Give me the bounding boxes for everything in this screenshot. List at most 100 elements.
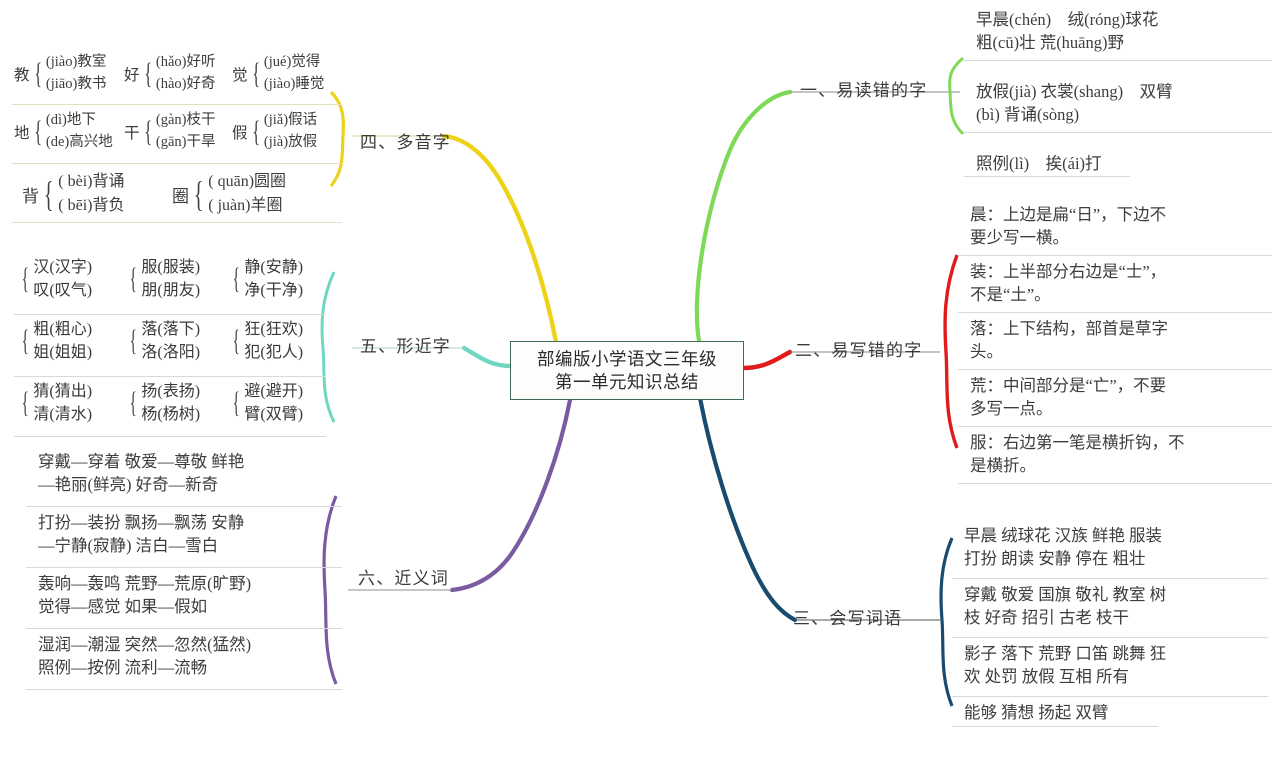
polyphone-char: 圈 [172,186,189,206]
similar-pair-kuang[interactable]: { 狂(狂欢) 犯(犯人) [229,318,323,364]
brace-icon: { [43,173,54,214]
similar-char-a: 落(落下) [141,321,201,338]
divider-b4-1 [12,104,342,105]
connector-branch-5 [461,345,513,369]
divider-b5-1 [14,314,326,315]
central-topic-line1: 部编版小学语文三年级 [537,349,717,370]
polyphone-cell-jiao[interactable]: 教 { (jiào)教室 (jiāo)教书 [14,52,124,96]
brace-icon: { [129,262,137,296]
leaf-b1-3[interactable]: 照例(lì) 挨(ái)打 [976,154,1102,173]
divider-b4-3 [12,222,342,223]
similar-pair-yang[interactable]: { 扬(表扬) 杨(杨树) [126,380,229,426]
divider-b6-2 [26,567,342,568]
leaf-b3-1[interactable]: 早晨 绒球花 汉族 鲜艳 服装 打扮 朗读 安静 停在 粗壮 [964,526,1162,569]
divider-b2-4 [958,426,1272,427]
similar-char-b: 犯(犯人) [244,344,304,362]
leaf-b2-1[interactable]: 晨：上边是扁“日”，下边不 要少写一横。 [970,205,1167,248]
leaf-b6-4[interactable]: 湿润—潮湿 突然—忽然(猛然) 照例—按例 流利—流畅 [38,635,252,678]
leaf-b2-5[interactable]: 服：右边第一笔是横折钩，不 是横折。 [970,433,1185,476]
brace-icon: { [129,386,137,420]
spine-branch-4 [329,90,345,188]
similar-row-3[interactable]: { 猜(猜出) 清(清水) { 扬(表扬) 杨(杨树) { 避(避开) 臂(双臂… [18,380,323,426]
divider-b5-3 [14,436,326,437]
branch-title-1[interactable]: 一、易读错的字 [800,81,928,100]
polyphone-cell-bei[interactable]: 背 { ( bèi)背诵 ( bēi)背负 [22,170,172,218]
polyphone-char: 背 [22,186,39,206]
central-topic-line2: 第一单元知识总结 [555,371,699,392]
polyphone-char: 地 [14,124,30,142]
similar-row-2[interactable]: { 粗(粗心) 姐(姐姐) { 落(落下) 洛(洛阳) { 狂(狂欢) 犯(犯人… [18,318,323,364]
polyphone-reading-b: (hào)好奇 [155,75,216,92]
similar-pair-cai[interactable]: { 猜(猜出) 清(清水) [18,380,126,426]
leaf-b2-2[interactable]: 装：上半部分右边是“士”， 不是“土”。 [970,262,1167,305]
similar-row-1[interactable]: { 汉(汉字) 叹(叹气) { 服(服装) 朋(朋友) { 静(安静) 净(干净… [18,256,323,302]
polyphone-row-1[interactable]: 教 { (jiào)教室 (jiāo)教书 好 { (hǎo)好听 (hào)好… [14,52,330,96]
branch-title-2[interactable]: 二、易写错的字 [795,341,923,360]
brace-icon: { [129,324,137,358]
central-topic[interactable]: 部编版小学语文三年级 第一单元知识总结 [510,341,744,400]
divider-b6-3 [26,628,342,629]
divider-b3-2 [952,637,1268,638]
polyphone-cell-di[interactable]: 地 { (dì)地下 (de)高兴地 [14,110,124,154]
leaf-b3-4[interactable]: 能够 猜想 扬起 双臂 [964,703,1109,722]
leaf-b6-3[interactable]: 轰响—轰鸣 荒野—荒原(旷野) 觉得—感觉 如果—假如 [38,574,252,617]
similar-pair-bi[interactable]: { 避(避开) 臂(双臂) [229,380,323,426]
polyphone-reading-a: (gàn)枝干 [155,112,216,128]
branch-title-3[interactable]: 三、会写词语 [793,609,903,628]
spine-branch-5 [320,271,336,423]
similar-char-b: 臂(双臂) [244,406,304,424]
leaf-b6-2[interactable]: 打扮—装扮 飘扬—飘荡 安静 —宁静(寂静) 洁白—雪白 [38,513,245,556]
leaf-b2-4[interactable]: 荒：中间部分是“亡”，不要 多写一点。 [970,376,1167,419]
similar-char-a: 粗(粗心) [33,321,93,338]
brace-icon: { [251,114,260,148]
connector-branch-4 [441,133,559,345]
leaf-b1-2[interactable]: 放假(jià) 衣裳(shang) 双臂 (bì) 背诵(sòng) [976,82,1173,125]
polyphone-reading-a: (jiǎ)假话 [263,112,318,128]
divider-b6-1 [26,506,342,507]
polyphone-reading-b: (de)高兴地 [45,133,113,150]
branch-title-4[interactable]: 四、多音字 [360,133,451,152]
polyphone-cell-gan[interactable]: 干 { (gàn)枝干 (gān)干旱 [124,110,232,154]
polyphone-cell-jia[interactable]: 假 { (jiǎ)假话 (jià)放假 [232,110,330,154]
divider-b2-5 [958,483,1272,484]
brace-icon: { [143,56,152,90]
similar-pair-cu[interactable]: { 粗(粗心) 姐(姐姐) [18,318,126,364]
similar-pair-fu[interactable]: { 服(服装) 朋(朋友) [126,256,229,302]
divider-b5-2 [14,376,326,377]
divider-b6-4 [26,689,342,690]
similar-pair-jing[interactable]: { 静(安静) 净(干净) [229,256,323,302]
leaf-b1-1[interactable]: 早晨(chén) 绒(róng)球花 粗(cū)壮 荒(huāng)野 [976,10,1159,53]
polyphone-reading-b: ( bēi)背负 [58,197,125,214]
leaf-b6-1[interactable]: 穿戴—穿着 敬爱—尊敬 鲜艳 —艳丽(鲜亮) 好奇—新奇 [38,452,245,495]
brace-icon: { [232,324,240,358]
leaf-b3-2[interactable]: 穿戴 敬爱 国旗 敬礼 教室 树 枝 好奇 招引 古老 枝干 [964,585,1167,628]
polyphone-reading-a: (jiào)教室 [45,54,107,70]
similar-pair-han[interactable]: { 汉(汉字) 叹(叹气) [18,256,126,302]
polyphone-char: 干 [124,124,140,142]
polyphone-row-2[interactable]: 地 { (dì)地下 (de)高兴地 干 { (gàn)枝干 (gān)干旱 假… [14,110,330,154]
connector-branch-2 [739,349,793,371]
polyphone-cell-jue[interactable]: 觉 { (jué)觉得 (jiào)睡觉 [232,52,330,96]
polyphone-reading-b: (gān)干旱 [155,133,216,150]
leaf-b3-3[interactable]: 影子 落下 荒野 口笛 跳舞 狂 欢 处罚 放假 互相 所有 [964,644,1167,687]
polyphone-char: 觉 [232,66,248,84]
divider-b2-2 [958,312,1272,313]
branch-title-5[interactable]: 五、形近字 [360,337,451,356]
similar-char-b: 洛(洛阳) [141,344,201,362]
polyphone-reading-a: (jué)觉得 [263,54,321,70]
polyphone-char: 假 [232,124,248,142]
leaf-b2-3[interactable]: 落：上下结构，部首是草字 头。 [970,319,1168,362]
connector-branch-3 [697,395,798,623]
branch-title-6[interactable]: 六、近义词 [358,569,449,588]
similar-char-b: 清(清水) [33,406,93,424]
brace-icon: { [33,56,42,90]
brace-icon: { [232,386,240,420]
polyphone-row-3[interactable]: 背 { ( bèi)背诵 ( bēi)背负 圈 { ( quān)圆圈 ( ju… [22,170,332,218]
brace-icon: { [143,114,152,148]
similar-pair-luo[interactable]: { 落(落下) 洛(洛阳) [126,318,229,364]
polyphone-cell-quan[interactable]: 圈 { ( quān)圆圈 ( juàn)羊圈 [172,170,322,218]
divider-b3-1 [952,578,1268,579]
polyphone-cell-hao[interactable]: 好 { (hǎo)好听 (hào)好奇 [124,52,232,96]
brace-icon: { [251,56,260,90]
polyphone-reading-b: ( juàn)羊圈 [208,197,283,214]
